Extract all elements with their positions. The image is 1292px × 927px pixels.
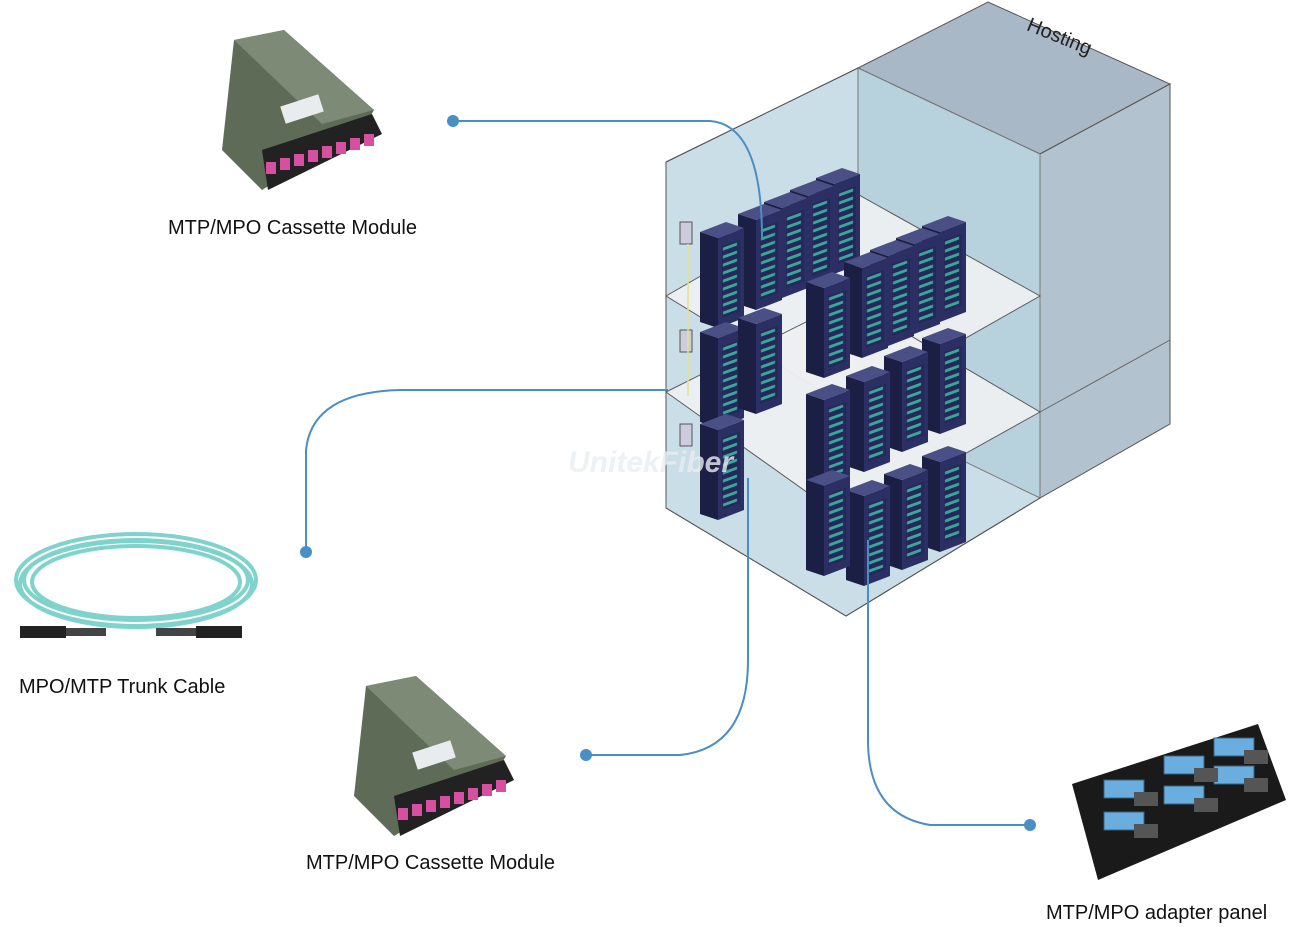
watermark-text: UnitekFiber [568, 446, 734, 479]
connector-cassette-top [453, 120, 763, 239]
cassette-module-label-bottom: MTP/MPO Cassette Module [306, 852, 555, 874]
trunk-cable-icon [14, 532, 258, 638]
connector-adapter [867, 540, 1030, 826]
connector-lines [305, 120, 1030, 826]
cassette-module-icon [354, 676, 514, 836]
trunk-cable-label: MPO/MTP Trunk Cable [19, 676, 226, 698]
cassette-module-icon [222, 30, 382, 190]
wall-panels [679, 221, 693, 447]
connector-cassette-bottom [586, 478, 749, 756]
adapter-panel-icon [1072, 724, 1286, 880]
connector-trunk [305, 389, 668, 552]
cassette-module-label-top: MTP/MPO Cassette Module [168, 217, 417, 239]
adapter-panel-label: MTP/MPO adapter panel [1046, 902, 1268, 924]
